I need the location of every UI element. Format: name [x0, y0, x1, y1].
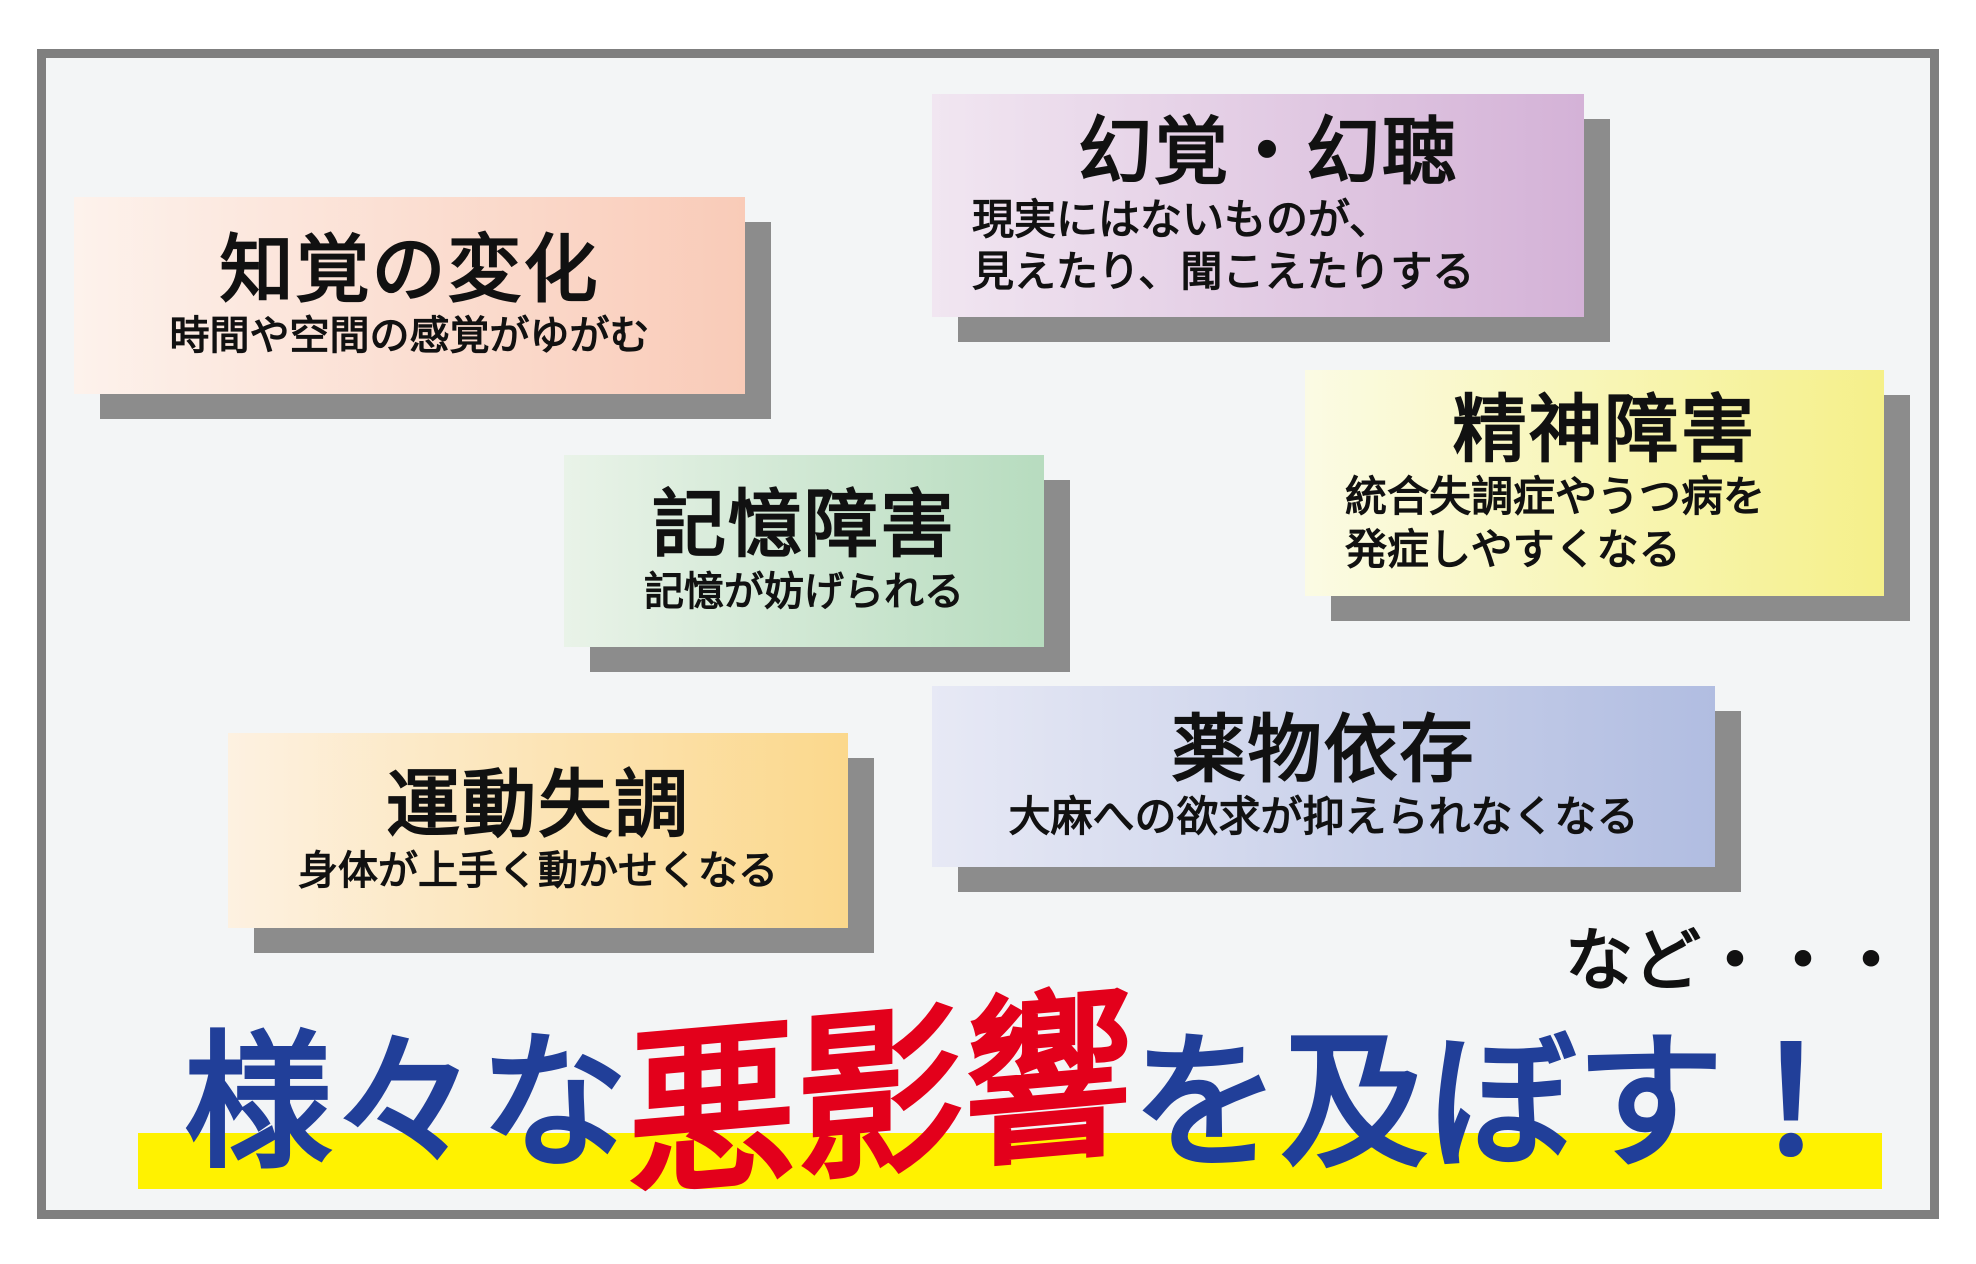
card-drug-dependence: 薬物依存 大麻への欲求が抑えられなくなる	[932, 686, 1741, 892]
card-title: 幻覚・幻聴	[1078, 109, 1458, 196]
headline-part2: を及ぼす	[1132, 1017, 1724, 1189]
card-face: 薬物依存 大麻への欲求が抑えられなくなる	[932, 686, 1715, 867]
card-face: 記憶障害 記憶が妨げられる	[564, 455, 1044, 647]
card-perception-change: 知覚の変化 時間や空間の感覚がゆがむ	[74, 197, 771, 419]
card-desc-line: 見えたり、聞こえたりする	[972, 247, 1475, 297]
card-face: 運動失調 身体が上手く動かせくなる	[228, 733, 848, 928]
card-desc-line: 発症しやすくなる	[1345, 524, 1681, 574]
etc-text: など・・・	[1565, 922, 1906, 1001]
card-face: 知覚の変化 時間や空間の感覚がゆがむ	[74, 197, 745, 394]
headline-emphasis: 悪影響	[628, 968, 1132, 1224]
headline-exclaim: ！	[1754, 1017, 1902, 1189]
headline: 様々な悪影響を及ぼす！	[184, 968, 1902, 1224]
card-hallucination: 幻覚・幻聴 現実にはないものが、 見えたり、聞こえたりする	[932, 94, 1610, 342]
card-desc-line: 記憶が妨げられる	[644, 567, 964, 615]
card-title: 薬物依存	[1171, 706, 1476, 793]
card-desc-line: 大麻への欲求が抑えられなくなる	[1008, 791, 1639, 841]
card-desc-line: 統合失調症やうつ病を	[1345, 472, 1766, 522]
card-title: 運動失調	[386, 761, 690, 848]
card-face: 幻覚・幻聴 現実にはないものが、 見えたり、聞こえたりする	[932, 94, 1584, 317]
card-mental-disorder: 精神障害 統合失調症やうつ病を 発症しやすくなる	[1305, 370, 1910, 621]
card-desc-line: 身体が上手く動かせくなる	[298, 847, 778, 895]
card-motor-ataxia: 運動失調 身体が上手く動かせくなる	[228, 733, 874, 953]
card-memory-disorder: 記憶障害 記憶が妨げられる	[564, 455, 1070, 672]
card-desc-line: 現実にはないものが、	[972, 194, 1392, 244]
card-title: 記憶障害	[652, 482, 956, 569]
card-desc-line: 時間や空間の感覚がゆがむ	[169, 312, 650, 360]
headline-part1: 様々な	[184, 1017, 628, 1189]
headline-highlight	[138, 1133, 1882, 1189]
card-title: 精神障害	[1452, 386, 1757, 473]
card-title: 知覚の変化	[219, 226, 600, 313]
card-face: 精神障害 統合失調症やうつ病を 発症しやすくなる	[1305, 370, 1884, 596]
